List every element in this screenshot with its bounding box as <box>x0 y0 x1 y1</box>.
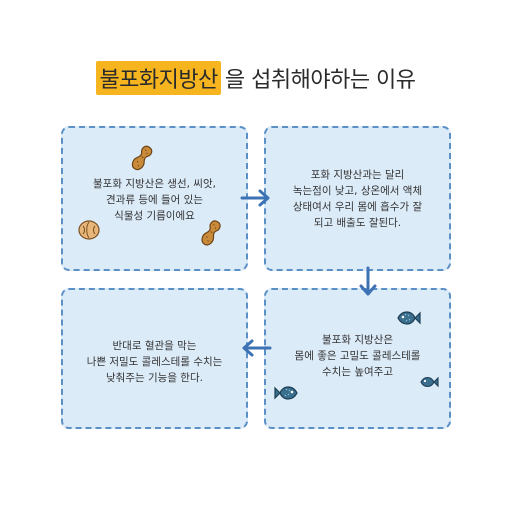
fish-icon <box>420 376 439 388</box>
peanut-icon <box>131 145 153 171</box>
step-card-1: 불포화 지방산은 생선, 씨앗, 견과류 등에 들어 있는 식물성 기름이에요 <box>61 126 248 271</box>
arrow-right-icon <box>240 189 270 207</box>
peanut-icon <box>201 220 221 246</box>
fish-icon <box>397 311 421 325</box>
arrow-left-icon <box>242 339 272 357</box>
step-text-4: 반대로 혈관을 막는 나쁜 저밀도 콜레스테롤 수치는 낮춰주는 기능을 한다. <box>86 339 223 384</box>
walnut-icon <box>78 220 100 240</box>
step-text-1: 불포화 지방산은 생선, 씨앗, 견과류 등에 들어 있는 식물성 기름이에요 <box>93 177 216 222</box>
arrow-down-icon <box>359 266 377 296</box>
fish-icon <box>274 386 298 400</box>
title-rest: 을 섭취해야하는 이유 <box>224 68 416 93</box>
step-card-3: 불포화 지방산은 몸에 좋은 고밀도 콜레스테롤 수치는 높여주고 <box>264 288 451 429</box>
step-text-3: 불포화 지방산은 몸에 좋은 고밀도 콜레스테롤 수치는 높여주고 <box>294 333 421 378</box>
step-card-4: 반대로 혈관을 막는 나쁜 저밀도 콜레스테롤 수치는 낮춰주는 기능을 한다. <box>61 288 248 429</box>
title-highlight: 불포화지방산 <box>96 61 221 95</box>
step-text-2: 포화 지방산과는 달리 녹는점이 낮고, 상온에서 액체 상태여서 우리 몸에 … <box>292 168 423 229</box>
step-card-2: 포화 지방산과는 달리 녹는점이 낮고, 상온에서 액체 상태여서 우리 몸에 … <box>264 126 451 271</box>
